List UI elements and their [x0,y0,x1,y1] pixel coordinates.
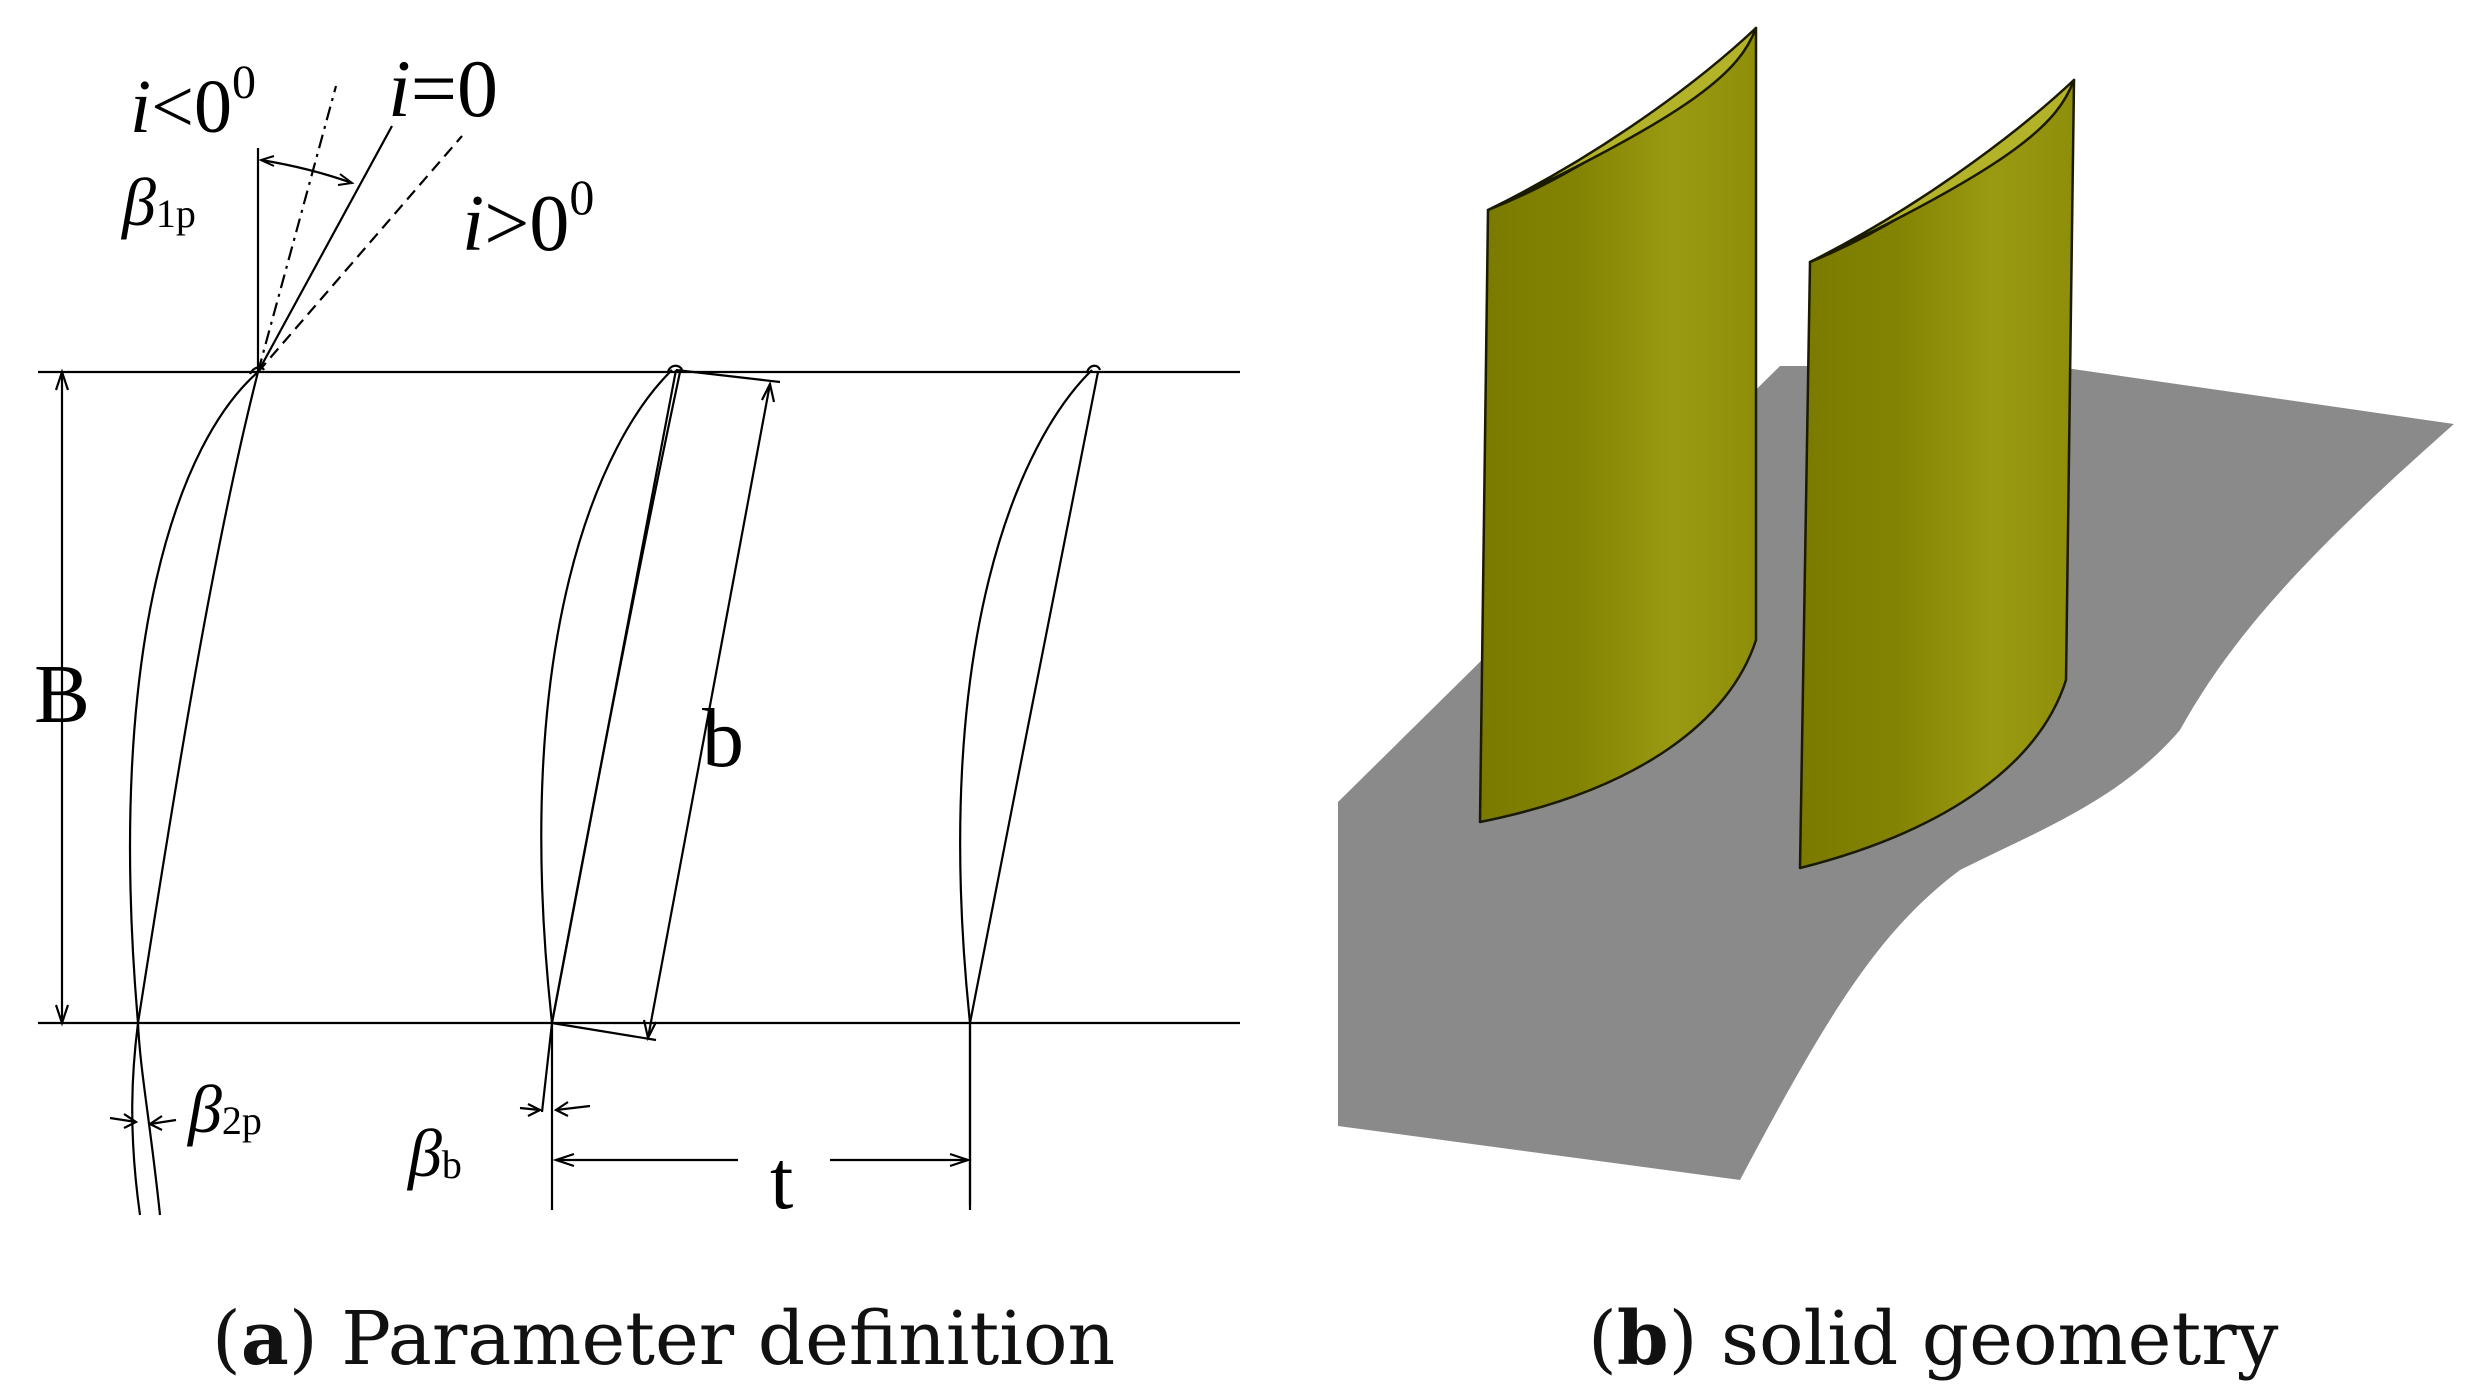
blade-1-pressure-side [131,371,260,1216]
beta-b-arrow-left [527,1103,543,1117]
incidence-zero-line [257,125,393,373]
dimension-b-line [646,383,772,1039]
beta-1p-angle-arc [260,158,353,185]
blade-3-suction-side [959,369,1093,1210]
panel-a-labels: i<00 i=0 i>00 β1p β2p βb B b t [34,43,793,1227]
blade-1-leading-edge [249,366,265,375]
beta-2p-marker-left [109,1116,137,1124]
beta-b-arrow-right [553,1101,569,1117]
chord-b-extension-top [675,368,781,384]
blade-2-top-cap [1808,78,2076,264]
beta-1p-arc-arrow-left [258,155,275,167]
blade-2-chord-line [550,369,678,1024]
caption-b: (b) solid geometry [1588,1296,2279,1382]
dimension-t-arrow-left [552,1152,575,1168]
dimension-t-arrow-right [949,1152,972,1168]
label-axial-width-B: B [34,648,90,741]
caption-a: (a) Parameter definition [212,1296,1115,1382]
label-chord-b: b [702,692,744,785]
beta-b-marker-left [519,1106,541,1112]
panel-a-parameter-diagram [38,85,1240,1216]
label-incidence-positive: i>00 [462,169,594,268]
dimension-B-arrow-bottom [54,1004,70,1027]
incidence-negative-line [256,85,338,373]
blade-1-solid [1478,26,1758,824]
panel-b-solid-geometry [1338,26,2454,1180]
blade-2-leading-edge [666,364,684,373]
blade-1-suction-side [129,371,259,1216]
label-beta-2p: β2p [186,1071,262,1147]
label-beta-1p: β1p [120,164,196,240]
beta-2p-marker-right [149,1118,177,1126]
dimension-B-arrow-top [54,368,70,391]
incidence-positive-line [257,135,463,373]
blade-3-leading-edge [1085,364,1102,373]
blade-3-pressure-side [968,371,1100,1024]
beta-2p-arrow-right [147,1115,163,1131]
dimension-b-arrow-top [761,380,776,403]
beta-2p-arrow-left [123,1113,139,1129]
chord-b-extension-bottom [551,1021,657,1042]
label-pitch-t: t [770,1134,793,1227]
dimension-b-arrow-bottom [642,1019,657,1042]
label-beta-b: βb [406,1115,462,1191]
blade-2-exit-angle-line [540,1022,554,1113]
blade-2-solid [1798,78,2076,870]
label-incidence-negative: i<00 [130,56,256,149]
beta-1p-arc-arrow-right [337,173,355,186]
blade-2-suction-side [540,369,673,1210]
label-incidence-zero: i=0 [388,43,498,134]
beta-b-marker-right [555,1104,591,1112]
blade-1-top-cap [1486,26,1758,212]
blade-1-pressure-face [1478,26,1758,824]
